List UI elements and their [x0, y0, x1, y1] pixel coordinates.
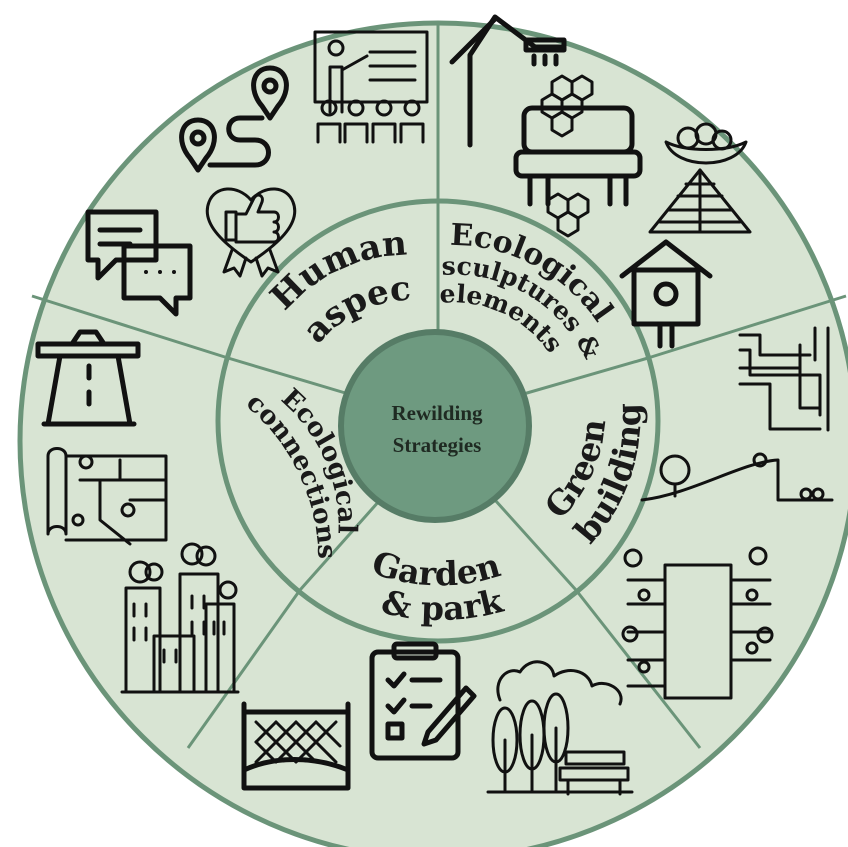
chat-bubbles-icon [85, 209, 193, 317]
bee-hotel-bench-icon [513, 74, 643, 238]
center-circle [338, 329, 532, 523]
bird-nest-roof-icon [648, 122, 752, 234]
fenced-meadow-icon [241, 701, 351, 791]
inner-divider-lower-right [493, 498, 578, 592]
inner-divider-lower-left [298, 499, 382, 591]
vertical-garden-facade-icon [621, 546, 774, 700]
street-lamp-icon [449, 14, 567, 148]
divider-left [31, 294, 229, 360]
inner-divider-left [227, 356, 353, 397]
green-hill-roof-icon [640, 452, 834, 502]
checklist-clipboard-icon [369, 641, 477, 761]
map-route-icon [179, 65, 289, 173]
divider-lower-left [186, 589, 302, 749]
inner-divider-right [519, 356, 649, 397]
city-map-icon [46, 447, 168, 546]
center-title-line2: Strategies [393, 433, 482, 457]
green-skyscrapers-icon [120, 542, 240, 694]
center-title-line1: Rewilding [391, 401, 483, 425]
birdhouse-icon [619, 239, 713, 349]
presentation-audience-icon [313, 30, 429, 144]
green-roof-pipes-icon [738, 326, 830, 432]
divider-right [647, 294, 847, 360]
park-trees-bench-icon [486, 660, 634, 796]
overpass-bridge-icon [35, 329, 141, 427]
heart-thumbs-up-icon [205, 187, 297, 278]
